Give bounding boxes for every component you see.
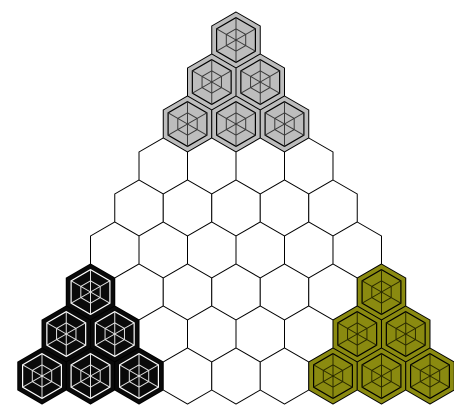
- hex-board: [0, 0, 454, 414]
- game-board-area: [0, 0, 454, 414]
